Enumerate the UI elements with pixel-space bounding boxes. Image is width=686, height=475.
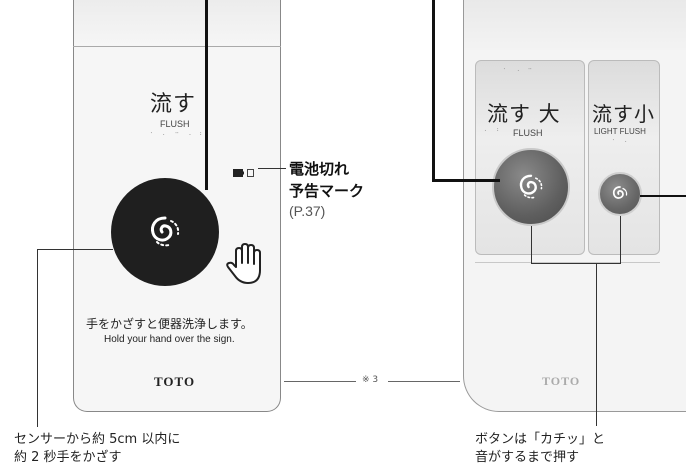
big-flush-button[interactable] [492, 148, 570, 226]
braille-dots-small: ⠁ ⠂ [612, 139, 632, 146]
swirl-icon [145, 212, 185, 256]
button-panel-top [463, 0, 686, 50]
note-mark: ※ 3 [362, 375, 379, 385]
big-button-pointer-h [432, 179, 500, 182]
instruction-en: Hold your hand over the sign. [104, 334, 235, 345]
left-caption-leader-v [37, 249, 38, 427]
small-flush-label-en: LIGHT FLUSH [594, 127, 646, 136]
sensor-pointer-line [205, 0, 208, 190]
bracket-right-v [620, 216, 621, 264]
small-button-pointer [640, 195, 686, 197]
button-area-bottom-edge [475, 262, 660, 263]
sensor-panel-top [73, 0, 281, 46]
battery-label-line1: 電池切れ [289, 160, 350, 178]
sensor-circle[interactable] [111, 178, 219, 286]
left-caption-line2: 約 2 秒手をかざす [14, 450, 122, 465]
right-caption-line1: ボタンは「カチッ」と [475, 432, 606, 447]
braille-dots-big2: ⠂ ⠃ [484, 128, 504, 135]
right-caption-line2: 音がするまで押す [475, 450, 580, 465]
big-swirl-icon [515, 171, 547, 207]
small-flush-area [588, 60, 660, 255]
big-button-pointer-v [432, 0, 435, 182]
toto-logo-left: TOTO [154, 374, 196, 389]
bracket-stem [596, 263, 597, 426]
battery-page-ref: (P.37) [289, 203, 326, 219]
bracket-h [531, 263, 621, 264]
hand-icon [220, 239, 268, 291]
battery-low-icon [233, 163, 257, 182]
small-flush-label-jp: 流す小 [592, 102, 655, 126]
battery-label-line2: 予告マーク [289, 182, 365, 200]
flush-title-jp: 流す [150, 92, 197, 117]
braille-dots: ⠁ ⠂ ⠉ ⠐ ⠃ [150, 132, 207, 139]
small-flush-button[interactable] [598, 172, 642, 216]
toto-logo-right: TOTO [542, 374, 581, 388]
note-line-left [284, 381, 356, 382]
braille-dots-big: ⠁ ⠐ ⠉ [503, 68, 535, 75]
note-line-right [388, 381, 460, 382]
small-swirl-icon [610, 184, 630, 208]
battery-leader-line [258, 168, 286, 169]
big-flush-label-jp: 流す 大 [487, 102, 561, 126]
sensor-panel-top-edge [73, 46, 281, 47]
left-caption-line1: センサーから約 5cm 以内に [14, 432, 181, 447]
flush-title-en: FLUSH [160, 119, 190, 129]
instruction-jp: 手をかざすと便器洗浄します。 [86, 317, 253, 331]
big-flush-label-en: FLUSH [513, 128, 543, 138]
left-caption-leader-h [37, 249, 113, 250]
bracket-left-v [531, 226, 532, 264]
